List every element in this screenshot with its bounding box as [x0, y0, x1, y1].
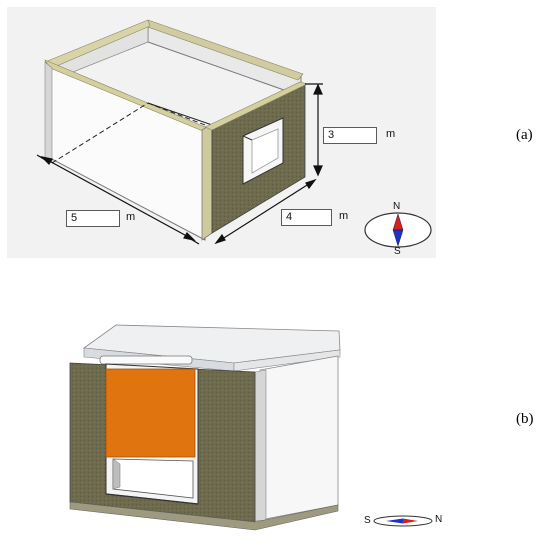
height-unit: m [386, 128, 396, 140]
dimension-line-width [214, 178, 317, 245]
roof-slab-side [233, 349, 341, 372]
base-slab [69, 501, 339, 531]
compass-a-north-label: N [393, 201, 401, 212]
side-wall-right-shade [254, 369, 267, 522]
compass-b [373, 515, 433, 527]
blind-roller [99, 355, 193, 365]
compass-a-south-label: S [394, 246, 401, 257]
dimension-line-length [36, 154, 200, 245]
length-field[interactable]: 5 [66, 210, 120, 227]
side-wall-right [259, 355, 339, 521]
compass-b-south-needle [386, 518, 403, 524]
floor-edge-hidden [51, 102, 149, 164]
compass-a-south-needle [392, 229, 404, 247]
compass-b-north-needle [403, 518, 418, 524]
length-unit: m [126, 211, 136, 223]
window-sill [242, 135, 253, 141]
compass-b-north-label: N [435, 514, 443, 525]
panel-b-label: (b) [516, 411, 534, 427]
side-wall-end [44, 61, 53, 164]
height-field[interactable]: 3 [323, 127, 377, 144]
compass-b-south-label: S [364, 515, 371, 526]
floor-edge-hidden-2 [147, 102, 206, 126]
window-b-reveal [112, 458, 121, 490]
panel-a-label: (a) [516, 127, 533, 143]
window-b-sill [105, 493, 199, 505]
width-unit: m [339, 210, 349, 222]
insulated-wall-edge [201, 123, 213, 241]
compass-a [364, 212, 432, 248]
window-glass [251, 128, 279, 174]
orange-blind [105, 368, 196, 458]
dimension-line-height [305, 83, 323, 177]
width-field[interactable]: 4 [281, 209, 332, 226]
